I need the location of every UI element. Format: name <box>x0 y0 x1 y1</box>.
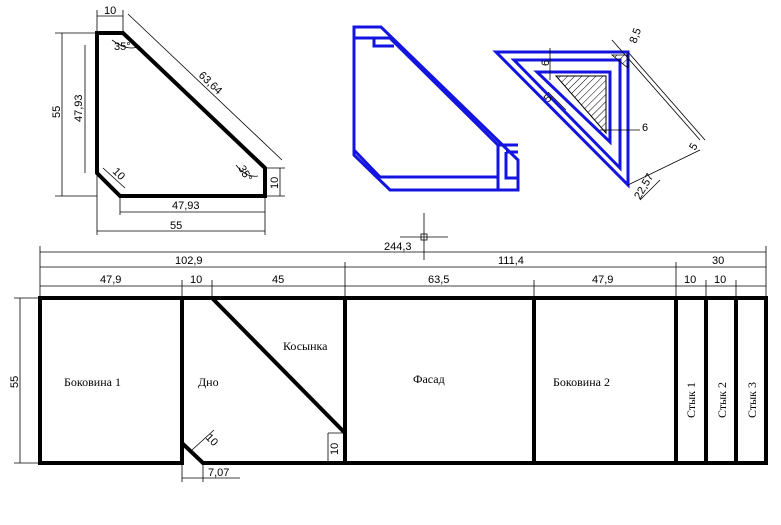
detail-hatched-corner <box>492 39 706 201</box>
dim-chamfer: 10 <box>110 166 127 183</box>
dim-row2-b: 10 <box>190 274 202 286</box>
detail-dim-6-right: 6 <box>642 122 648 134</box>
label-dno: Дно <box>198 375 219 389</box>
dim-total-length: 244,3 <box>384 241 412 253</box>
label-styk-2: Стык 2 <box>715 382 729 418</box>
dim-row1-b: 111,4 <box>498 255 524 267</box>
detail-dim-22-57: 22,57 <box>632 172 656 202</box>
dim-total-height: 55 <box>51 106 63 118</box>
dim-row2-e: 47,9 <box>592 274 613 286</box>
dim-right-height: 10 <box>269 177 281 189</box>
label-kosynka: Косынка <box>283 339 328 353</box>
dim-row2-d: 63,5 <box>428 274 449 286</box>
dim-row2-c: 45 <box>272 274 284 286</box>
dim-row1-a: 102,9 <box>175 255 203 267</box>
dim-top-width: 10 <box>104 5 116 17</box>
detail-dim-6-top: 6 <box>540 60 552 66</box>
dim-diagonal: 63,64 <box>196 69 224 97</box>
dim-inner-height: 47,93 <box>73 94 85 122</box>
dim-strip-height: 55 <box>9 376 21 388</box>
dim-inner-width: 47,93 <box>172 200 200 212</box>
label-styk-3: Стык 3 <box>745 382 759 418</box>
blue-assembly-view <box>352 25 520 192</box>
dim-angle-bottom: 35° <box>235 164 254 184</box>
detail-dim-8-5: 8,5 <box>628 27 645 45</box>
unfolded-strip <box>38 296 768 465</box>
profile-cross-section <box>55 10 285 235</box>
dim-gusset-10: 10 <box>329 443 341 455</box>
label-bokovina-2: Боковина 2 <box>553 375 610 389</box>
dim-7-07: 7,07 <box>208 467 229 479</box>
label-fasad: Фасад <box>413 372 445 386</box>
dim-row2-a: 47,9 <box>100 274 121 286</box>
dim-angle-top: 35° <box>114 41 131 53</box>
dim-corner-10: 10 <box>203 432 220 449</box>
label-bokovina-1: Боковина 1 <box>64 375 121 389</box>
dim-row1-c: 30 <box>712 255 724 267</box>
dim-total-width: 55 <box>170 220 182 232</box>
dim-row2-g: 10 <box>714 274 726 286</box>
dim-row2-f: 10 <box>684 274 696 286</box>
detail-dim-5-right: 5 <box>687 141 700 152</box>
strip-dimension-lines <box>14 246 767 482</box>
label-styk-1: Стык 1 <box>684 382 698 418</box>
